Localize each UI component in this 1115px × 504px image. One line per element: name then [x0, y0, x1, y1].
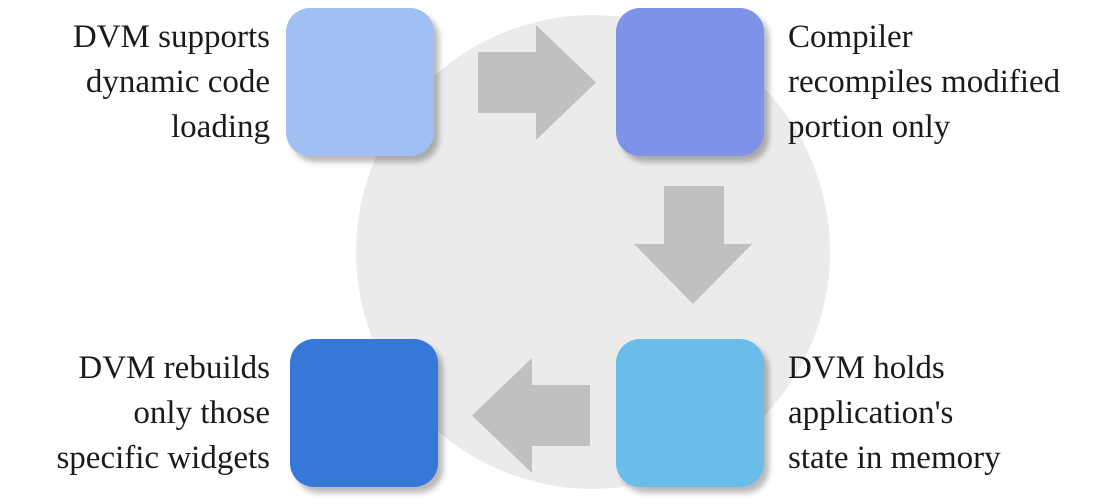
step-3-line-2: application's	[788, 395, 954, 431]
step-1-line-1: DVM supports	[72, 19, 270, 55]
step-4-line-1: DVM rebuilds	[78, 350, 270, 386]
step-2-line-3: portion only	[788, 109, 951, 145]
step-3-label: DVM holds application's state in memory	[788, 346, 1001, 481]
step-2-box	[616, 8, 764, 156]
step-2-line-2: recompiles modified	[788, 64, 1061, 100]
step-4-line-3: specific widgets	[56, 440, 270, 476]
step-1-label: DVM supports dynamic code loading	[73, 15, 270, 150]
arrow-left-icon	[472, 358, 590, 473]
step-4-label: DVM rebuilds only those specific widgets	[56, 346, 270, 481]
step-3-line-3: state in memory	[788, 440, 1001, 476]
arrow-down-icon	[634, 186, 752, 304]
step-1-line-2: dynamic code	[85, 64, 270, 100]
step-3-line-1: DVM holds	[788, 350, 945, 386]
step-2-label: Compiler recompiles modified portion onl…	[788, 15, 1060, 150]
step-4-box	[290, 339, 438, 487]
step-4-line-2: only those	[133, 395, 270, 431]
step-1-box	[286, 8, 434, 156]
step-2-line-1: Compiler	[788, 19, 913, 55]
step-1-line-3: loading	[171, 109, 270, 145]
step-3-box	[616, 339, 764, 487]
arrow-right-icon	[478, 25, 596, 140]
